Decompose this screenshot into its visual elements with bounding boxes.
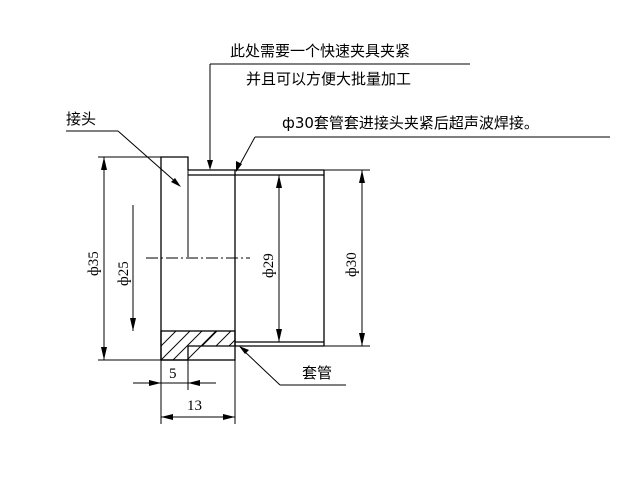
connector-leader-arrow — [171, 178, 181, 187]
dim-len13-text: 13 — [187, 398, 202, 414]
dim-len13: 13 — [161, 346, 236, 424]
weld-note-text: ф30套管套进接头夹紧后超声波焊接。 — [282, 114, 539, 132]
dim-d35: ф35 — [86, 156, 161, 361]
dim-d25-text: ф25 — [116, 261, 132, 286]
connector-part — [160, 156, 236, 361]
connector-flange-outline — [160, 156, 189, 360]
sleeve-label-group: 套管 — [239, 346, 346, 386]
dim-d35-arrow-bottom — [101, 347, 107, 360]
dim-d30: ф30 — [324, 169, 370, 347]
dim-len13-arrow-right — [223, 414, 235, 420]
sleeve-leader-arrow — [239, 346, 249, 354]
dim-d29: ф29 — [261, 175, 282, 342]
dim-d30-arrow-bottom — [359, 333, 365, 346]
connector-label-group: 接头 — [66, 110, 181, 187]
sleeve-leader — [242, 349, 281, 386]
dim-len5-text: 5 — [169, 366, 177, 382]
clamp-note-line1: 此处需要一个快速夹具夹紧 — [230, 42, 410, 60]
dim-d35-text: ф35 — [86, 251, 102, 276]
dim-len5: 5 — [133, 360, 216, 424]
dim-d30-arrow-top — [359, 170, 365, 183]
dim-d25-arrow — [130, 318, 136, 331]
dim-d29-arrow-top — [276, 175, 282, 188]
dim-d29-text: ф29 — [261, 253, 277, 278]
dim-d35-arrow-top — [101, 157, 107, 170]
clamp-leader-arrow — [207, 160, 213, 170]
clamp-note-line2: 并且可以方便大批量加工 — [246, 70, 411, 88]
dim-len5-arrow-right — [188, 380, 200, 386]
dim-d29-arrow-bottom — [276, 329, 282, 342]
connector-label: 接头 — [66, 110, 96, 128]
sleeve-label: 套管 — [302, 364, 332, 382]
section-hatching — [160, 330, 236, 361]
weld-note: ф30套管套进接头夹紧后超声波焊接。 — [236, 114, 610, 172]
dim-len13-arrow-left — [161, 414, 173, 420]
weld-leader — [237, 136, 256, 169]
weld-leader-arrow — [236, 161, 242, 172]
dim-d25: ф25 — [116, 205, 136, 331]
dim-d30-text: ф30 — [344, 252, 360, 277]
clamp-note: 此处需要一个快速夹具夹紧 并且可以方便大批量加工 — [207, 42, 470, 170]
dim-len5-arrow-left — [149, 380, 161, 386]
